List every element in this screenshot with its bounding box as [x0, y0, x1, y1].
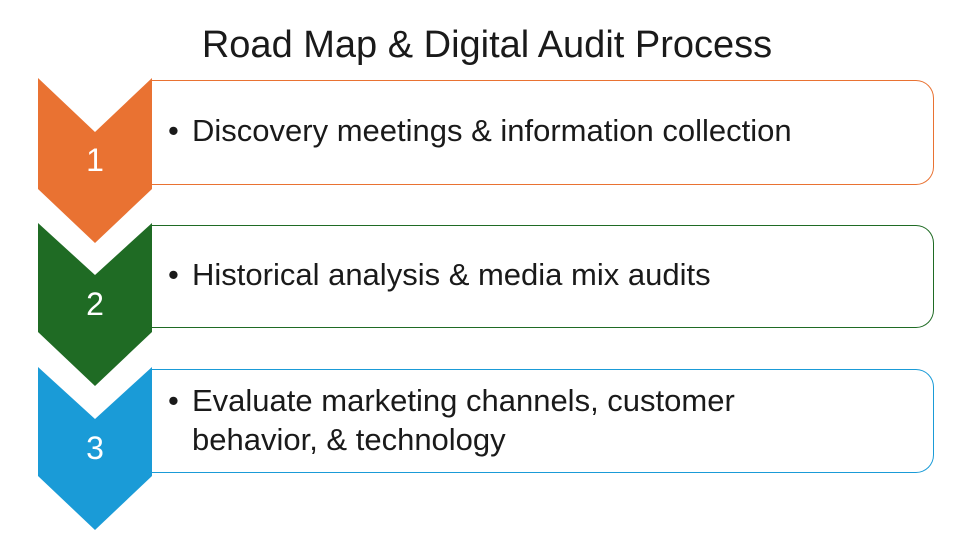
step-1-number: 1: [86, 142, 104, 178]
step-2-number: 2: [86, 286, 104, 322]
step-1-text: •Discovery meetings & information collec…: [168, 113, 792, 148]
step-2-box: [150, 225, 934, 328]
step-3-box: [150, 369, 934, 473]
step-2-text: •Historical analysis & media mix audits: [168, 257, 711, 292]
step-1-box: [150, 80, 934, 185]
step-1-chevron: [38, 78, 152, 243]
step-3-chevron: [38, 367, 152, 530]
step-2-chevron: [38, 223, 152, 386]
diagram-title: Road Map & Digital Audit Process: [201, 24, 773, 66]
step-3-text: •Evaluate marketing channels, customer b…: [168, 383, 735, 457]
step-3-number: 3: [86, 430, 104, 466]
